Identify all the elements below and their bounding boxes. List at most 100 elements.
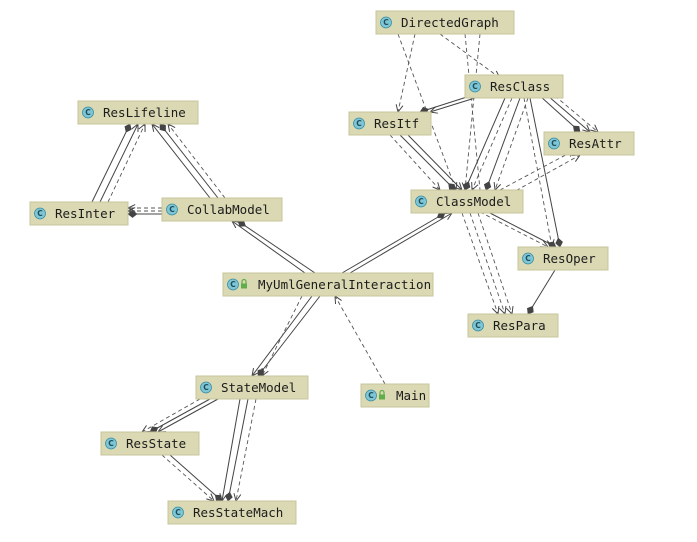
relationship-edge [439,33,501,79]
class-node-label: ResOper [543,251,596,266]
relationship-edge [151,123,211,199]
class-icon: C [365,389,377,402]
class-icon-letter: C [472,82,478,91]
relationship-edge [257,295,321,377]
class-node-label: ResLifeline [103,105,186,120]
class-node-resstate[interactable]: C ResState [100,431,200,456]
class-node-label: ResState [126,436,186,451]
lock-icon [379,389,385,400]
class-node-label: ResAttr [569,136,622,151]
class-icon: C [200,381,212,394]
class-node-myumlgeneralinteraction[interactable]: C MyUmlGeneralInteraction [222,272,434,297]
relationship-edge [399,134,456,191]
class-icon: C [166,203,178,216]
class-icon: C [548,137,560,150]
class-icon-letter: C [169,205,175,214]
class-icon: C [227,278,239,291]
composition-diamond [448,183,456,191]
arrowhead [334,295,342,305]
composition-diamond [225,491,233,502]
class-node-label: StateModel [221,380,296,395]
edge-layer [91,33,599,503]
composition-diamond [483,181,492,191]
class-node-label: ResPara [493,318,546,333]
relationship-edge [395,33,416,114]
class-icon-letter: C [37,209,43,218]
relationship-edge [126,207,162,215]
relationship-edge [389,134,441,191]
composition-diamond [572,125,581,133]
relationship-edge [479,211,550,248]
relationship-edge [547,95,591,133]
relationship-edge [527,269,556,315]
class-icon-letter: C [383,18,389,27]
relationship-edge [161,454,215,502]
relationship-edge [487,211,557,249]
class-node-label: ResInter [55,206,116,221]
relationship-edge [99,122,139,203]
composition-diamond [159,123,166,132]
class-icon-letter: C [175,508,181,517]
class-node-main[interactable]: C Main [360,383,430,408]
relationship-edge [334,295,386,385]
relationship-edge [407,134,463,191]
class-node-resitf[interactable]: C ResItf [348,111,432,136]
class-node-label: ClassModel [436,194,511,209]
class-icon-letter: C [525,254,531,263]
relationship-edge [231,220,306,274]
relationship-edge [261,295,303,378]
arrowhead [443,212,453,220]
relationship-edge [469,212,507,316]
relationship-edge [149,398,211,434]
relationship-edge [225,398,249,502]
class-node-label: Main [396,388,426,403]
class-node-classmodel[interactable]: C ClassModel [410,189,524,214]
relationship-edge [477,212,514,316]
class-icon: C [380,16,392,29]
class-icon: C [415,195,427,208]
class-icon: C [469,80,481,93]
relationship-edge [91,123,132,203]
class-icon-letter: C [85,108,91,117]
relationship-edge [107,122,146,203]
arrowhead [233,493,242,503]
class-icon-letter: C [108,439,114,448]
class-icon-letter: C [368,391,374,400]
relationship-edge [341,211,446,274]
class-node-resinter[interactable]: C ResInter [29,201,129,226]
relationship-edge [461,212,500,316]
class-node-resattr[interactable]: C ResAttr [543,131,635,156]
relationship-edge [428,97,476,114]
relationship-edge [159,123,219,199]
class-icon-letter: C [356,119,362,128]
arrowhead [141,425,151,433]
class-node-label: ResItf [374,116,419,131]
relationship-edge [141,398,201,433]
class-icon-letter: C [551,139,557,148]
relationship-edge [463,97,506,191]
relationship-edge [219,398,241,503]
relationship-edge [499,149,577,191]
class-icon-letter: C [230,280,236,289]
class-icon: C [105,437,117,450]
class-node-resoper[interactable]: C ResOper [517,246,609,271]
relationship-edge [167,123,226,199]
relationship-edge [483,97,521,191]
class-icon: C [34,207,46,220]
relationship-edge [539,95,581,133]
relationship-edge [471,97,513,192]
relationship-edge [169,454,223,502]
class-icon-letter: C [418,197,424,206]
class-node-statemodel[interactable]: C StateModel [195,375,309,400]
class-node-reslifeline[interactable]: C ResLifeline [77,100,199,125]
class-icon-letter: C [203,383,209,392]
class-node-label: MyUmlGeneralInteraction [258,277,431,292]
composition-diamond [555,237,563,248]
